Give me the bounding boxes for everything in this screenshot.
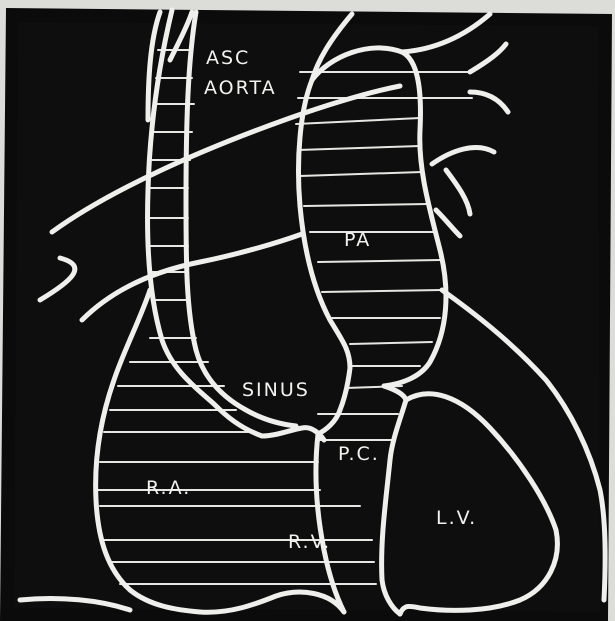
label-pa: PA <box>344 229 371 251</box>
label-lv: L.V. <box>436 507 477 529</box>
label-ra: R.A. <box>146 477 191 499</box>
label-rv: R.V. <box>288 531 331 553</box>
label-pc: P.C. <box>338 443 380 465</box>
label-asc-aorta-line1: ASC <box>206 47 250 69</box>
label-sinus: SINUS <box>242 379 310 401</box>
label-asc-aorta-line2: AORTA <box>204 77 277 99</box>
